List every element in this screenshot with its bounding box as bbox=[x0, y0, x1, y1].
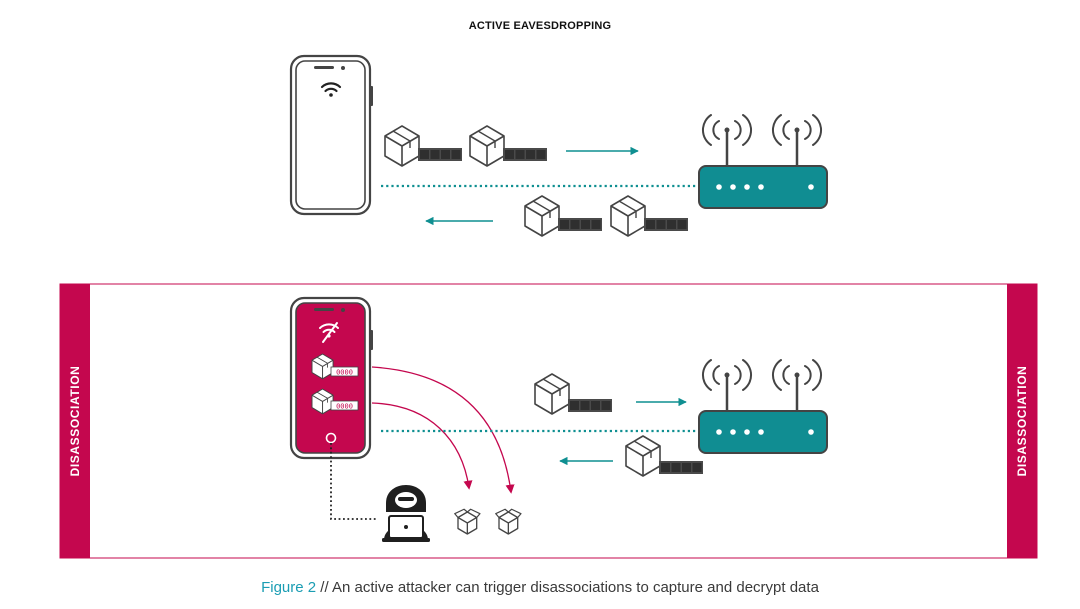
wifi-off-icon bbox=[319, 322, 339, 343]
package-icon bbox=[524, 195, 560, 237]
disassociation-bar-left: DISASSOCIATION bbox=[60, 284, 90, 558]
leak-arrow bbox=[371, 402, 473, 490]
package-icon bbox=[625, 435, 661, 477]
leak-arrow bbox=[371, 366, 515, 494]
captured-package-icon bbox=[495, 508, 522, 535]
home-button bbox=[325, 432, 337, 444]
hacker-icon bbox=[382, 485, 430, 542]
bottom-smartphone bbox=[289, 296, 373, 460]
disassociation-label-left: DISASSOCIATION bbox=[68, 365, 82, 477]
encrypted-tag bbox=[418, 148, 462, 161]
package-icon bbox=[469, 125, 505, 167]
top-smartphone bbox=[289, 54, 373, 216]
encrypted-tag bbox=[659, 461, 703, 474]
disassociation-frame bbox=[59, 283, 1038, 559]
router-icon bbox=[697, 113, 829, 210]
figure-caption: Figure 2 // An active attacker can trigg… bbox=[0, 579, 1080, 596]
disassociation-label-right: DISASSOCIATION bbox=[1015, 365, 1029, 477]
decrypted-tag: 0000 bbox=[330, 400, 359, 411]
diagram-title: ACTIVE EAVESDROPPING bbox=[468, 20, 612, 32]
router-icon bbox=[697, 358, 829, 455]
disassociation-bar-right: DISASSOCIATION bbox=[1007, 284, 1037, 558]
encrypted-tag bbox=[644, 218, 688, 231]
decrypted-tag-text: 0000 bbox=[336, 402, 353, 410]
caption-separator: // bbox=[316, 579, 332, 596]
captured-package-icon bbox=[454, 508, 481, 535]
encrypted-tag bbox=[568, 399, 612, 412]
decrypted-tag: 0000 bbox=[330, 366, 359, 377]
package-icon bbox=[610, 195, 646, 237]
encrypted-tag bbox=[503, 148, 547, 161]
wifi-icon bbox=[320, 82, 342, 97]
decrypted-tag-text: 0000 bbox=[336, 368, 353, 376]
package-icon bbox=[384, 125, 420, 167]
caption-text: An active attacker can trigger disassoci… bbox=[331, 579, 819, 596]
encrypted-tag bbox=[558, 218, 602, 231]
attacker-link bbox=[330, 443, 378, 520]
figure-number: Figure 2 bbox=[261, 579, 317, 596]
package-icon bbox=[534, 373, 570, 415]
